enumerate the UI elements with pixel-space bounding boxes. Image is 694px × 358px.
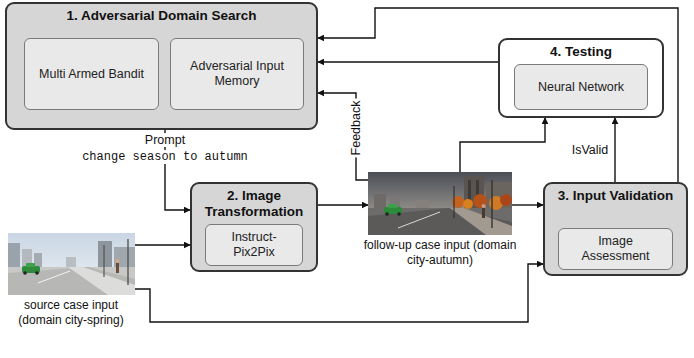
illustration-part [26, 263, 35, 267]
step-title: 3. Input Validation [545, 184, 686, 204]
illustration-part [482, 208, 485, 218]
image-caption: follow-up case input (domain city-autumn… [360, 238, 520, 268]
component-box: Image Assessment [558, 228, 673, 270]
connector-arrow [135, 244, 190, 245]
edge-label: Feedback [349, 99, 363, 158]
illustration-part [34, 253, 42, 267]
illustration-part [116, 259, 120, 263]
component-label: Adversarial Input Memory [171, 57, 303, 91]
illustration-part [385, 212, 389, 216]
illustration-part [500, 194, 512, 206]
process-box: 4. TestingNeural Network [498, 38, 664, 118]
process-box: 3. Input ValidationImage Assessment [543, 182, 688, 276]
edge-label: Prompt [143, 133, 187, 147]
illustration-part [127, 239, 128, 285]
illustration-part [368, 208, 512, 235]
connector-arrow [135, 264, 543, 322]
illustration-part [482, 204, 486, 208]
illustration-part [473, 194, 487, 208]
connector-arrow [460, 118, 545, 172]
image-caption: source case input (domain city-spring) [3, 298, 139, 328]
illustration-part [23, 271, 27, 275]
step-title: 4. Testing [500, 40, 662, 60]
illustration-part [491, 180, 492, 228]
illustration-part [453, 186, 454, 218]
illustration-part [368, 172, 512, 235]
illustration-part [38, 271, 70, 283]
follow-up-image [368, 172, 512, 235]
component-label: Multi Armed Bandit [33, 65, 150, 84]
illustration-part [68, 267, 135, 295]
connector-arrow [318, 204, 368, 205]
illustration-part [35, 271, 39, 275]
connector-arrow [318, 8, 678, 182]
process-box: 2. Image TransformationInstruct-Pix2Pix [190, 182, 318, 272]
component-box: Instruct-Pix2Pix [205, 224, 303, 266]
component-label: Neural Network [532, 78, 630, 97]
image-node: follow-up case input (domain city-autumn… [368, 172, 512, 235]
illustration-part [416, 200, 430, 208]
edge-label: IsValid [570, 143, 611, 157]
step-title: 2. Image Transformation [192, 184, 316, 220]
illustration-part [388, 204, 397, 208]
prompt-text: change season to autumn [80, 150, 250, 164]
illustration-part [8, 243, 20, 267]
component-label: Instruct-Pix2Pix [206, 228, 302, 262]
illustration-part [397, 212, 401, 216]
illustration-part [398, 212, 440, 228]
illustration-part [66, 257, 76, 267]
source-image [8, 233, 135, 295]
connector-arrow [318, 93, 368, 180]
illustration-part [8, 267, 135, 295]
illustration-part [368, 208, 512, 235]
illustration-part [450, 208, 512, 235]
illustration-part [98, 241, 112, 267]
component-label: Image Assessment [559, 232, 672, 266]
illustration-part [374, 194, 386, 208]
illustration-part [103, 245, 104, 277]
process-box: 1. Adversarial Domain SearchMulti Armed … [5, 2, 318, 130]
step-title: 1. Adversarial Domain Search [7, 4, 316, 24]
component-box: Neural Network [514, 64, 648, 110]
illustration-part [463, 199, 473, 209]
illustration-part [486, 182, 512, 210]
image-node: source case input (domain city-spring) [8, 233, 135, 295]
connector-arrow [318, 61, 498, 62]
connector-arrow [512, 204, 543, 205]
connector-arrow [614, 118, 615, 182]
illustration-part [8, 233, 135, 295]
illustration-part [116, 263, 119, 273]
component-box: Adversarial Input Memory [170, 38, 304, 110]
illustration-part [8, 267, 135, 295]
component-box: Multi Armed Bandit [24, 38, 159, 110]
